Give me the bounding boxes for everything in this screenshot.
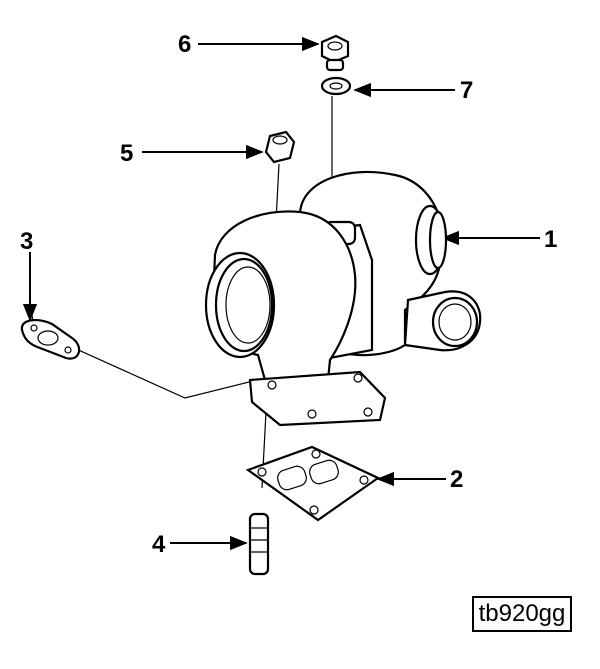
stud [248, 512, 270, 576]
callout-1: 1 [544, 226, 557, 253]
turbine-inlet-flange [248, 370, 387, 427]
callout-7: 7 [460, 77, 473, 104]
callout-2: 2 [450, 466, 463, 493]
callout-4: 4 [152, 531, 166, 558]
callout-6: 6 [178, 31, 191, 58]
washer [320, 76, 352, 96]
callout-3: 3 [20, 228, 33, 255]
oil-drain-gasket [20, 318, 81, 360]
figure-reference-label: tb920gg [472, 596, 572, 632]
flange-gasket [245, 445, 381, 522]
nut [264, 130, 296, 164]
callout-5: 5 [120, 140, 133, 167]
turbocharger [204, 170, 482, 427]
plug [320, 34, 350, 72]
